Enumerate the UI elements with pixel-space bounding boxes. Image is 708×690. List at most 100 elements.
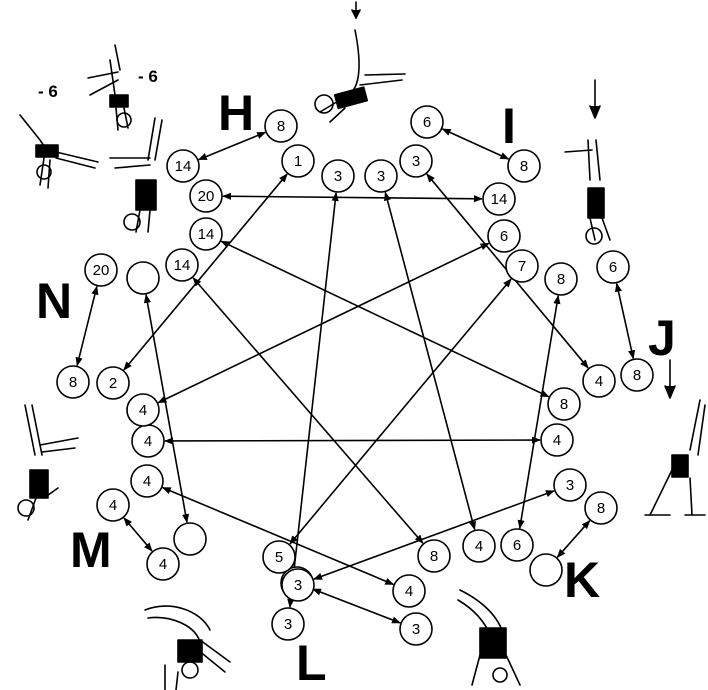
value-node: 4 bbox=[463, 530, 495, 562]
node-value: 7 bbox=[518, 258, 526, 275]
group-label-l: L bbox=[296, 635, 327, 690]
value-node: 3 bbox=[554, 469, 586, 501]
gymnast-figure-h bbox=[110, 118, 162, 232]
node-value: 14 bbox=[491, 191, 508, 208]
value-node: 4 bbox=[541, 424, 573, 456]
value-node: 3 bbox=[365, 160, 397, 192]
node-value: 8 bbox=[430, 548, 438, 565]
group-label-i: I bbox=[502, 98, 516, 154]
connection-arrow bbox=[290, 279, 511, 544]
value-node: 8 bbox=[585, 492, 617, 524]
value-node: 7 bbox=[506, 250, 538, 282]
value-node: 3 bbox=[400, 613, 432, 645]
gymnast-figure-i bbox=[565, 80, 610, 244]
value-node: 3 bbox=[322, 160, 354, 192]
node-value: 6 bbox=[423, 114, 431, 131]
value-node: 14 bbox=[190, 218, 222, 250]
node-value: 4 bbox=[109, 497, 117, 514]
connection-arrow bbox=[223, 196, 482, 199]
value-node: 4 bbox=[147, 548, 179, 580]
node-value: 3 bbox=[566, 477, 574, 494]
value-node: 6 bbox=[411, 106, 443, 138]
gymnast-figure-j bbox=[645, 360, 705, 515]
node-value: 3 bbox=[334, 168, 342, 185]
node-value: 8 bbox=[69, 374, 77, 391]
group-label-m: M bbox=[70, 522, 112, 578]
node-value: 4 bbox=[553, 432, 561, 449]
value-node: 4 bbox=[127, 394, 159, 426]
group-label-k: K bbox=[564, 552, 600, 608]
connection-arrow bbox=[165, 440, 540, 441]
gymnast-figure-m bbox=[18, 405, 78, 520]
node-value: 3 bbox=[412, 621, 420, 638]
node-circle bbox=[530, 554, 562, 586]
value-node: 8 bbox=[508, 150, 540, 182]
node-value: 8 bbox=[633, 367, 641, 384]
value-node: 6 bbox=[501, 529, 533, 561]
connection-arrow bbox=[193, 278, 423, 543]
value-node: 4 bbox=[583, 365, 615, 397]
connection-arrow bbox=[617, 284, 634, 359]
value-node: 8 bbox=[545, 263, 577, 295]
value-node bbox=[127, 262, 159, 294]
value-node: 4 bbox=[131, 465, 163, 497]
node-value: 8 bbox=[560, 396, 568, 413]
value-node: 8 bbox=[418, 540, 450, 572]
value-node: 4 bbox=[132, 425, 164, 457]
connection-arrow bbox=[442, 129, 508, 159]
gymnast-figure-topleft-2 bbox=[88, 45, 131, 130]
node-value: 4 bbox=[139, 402, 147, 419]
value-node: 2 bbox=[97, 367, 129, 399]
value-node: 8 bbox=[57, 366, 89, 398]
node-value: 6 bbox=[500, 228, 508, 245]
node-value: 14 bbox=[198, 226, 215, 243]
connection-arrow bbox=[124, 518, 152, 551]
value-node: 14 bbox=[483, 183, 515, 215]
gymnast-figure-l-right bbox=[458, 590, 520, 685]
node-value: 2 bbox=[109, 375, 117, 392]
node-value: 4 bbox=[144, 433, 152, 450]
connection-arrow bbox=[77, 286, 97, 365]
node-value: 8 bbox=[520, 158, 528, 175]
value-node: 4 bbox=[393, 575, 425, 607]
value-node: 4 bbox=[97, 489, 129, 521]
group-label-j: J bbox=[648, 310, 676, 366]
group-label-n: N bbox=[36, 273, 72, 329]
value-node: 8 bbox=[548, 388, 580, 420]
node-value: 5 bbox=[275, 549, 283, 566]
node-value: 3 bbox=[377, 168, 385, 185]
group-label-h: H bbox=[218, 85, 254, 141]
node-value: 3 bbox=[412, 153, 420, 170]
value-node: 3 bbox=[282, 569, 314, 601]
node-value: 14 bbox=[175, 158, 192, 175]
node-value: 4 bbox=[595, 373, 603, 390]
node-value: 8 bbox=[597, 500, 605, 517]
node-value: 20 bbox=[93, 262, 110, 279]
value-node: 6 bbox=[597, 251, 629, 283]
connection-arrow bbox=[313, 589, 400, 623]
value-node: 5 bbox=[263, 541, 295, 573]
connection-arrow bbox=[158, 243, 488, 402]
node-value: 3 bbox=[294, 577, 302, 594]
node-value: 6 bbox=[513, 537, 521, 554]
connection-arrow bbox=[221, 241, 548, 396]
node-value: 1 bbox=[294, 153, 302, 170]
node-value: 4 bbox=[475, 538, 483, 555]
value-node: 3 bbox=[400, 145, 432, 177]
value-node: 1 bbox=[282, 145, 314, 177]
connection-arrow bbox=[290, 193, 336, 607]
node-value: 6 bbox=[609, 259, 617, 276]
node-value: 4 bbox=[405, 583, 413, 600]
node-circle bbox=[127, 262, 159, 294]
connection-arrow bbox=[385, 192, 474, 529]
node-value: 8 bbox=[557, 271, 565, 288]
value-node: 20 bbox=[190, 180, 222, 212]
gymnast-figure-top bbox=[315, 2, 405, 122]
value-node: 8 bbox=[265, 110, 297, 142]
node-value: 4 bbox=[143, 473, 151, 490]
penalty-label-1: - 6 bbox=[38, 82, 58, 101]
value-node: 14 bbox=[167, 150, 199, 182]
node-circle bbox=[174, 523, 206, 555]
node-value: 14 bbox=[174, 257, 191, 274]
